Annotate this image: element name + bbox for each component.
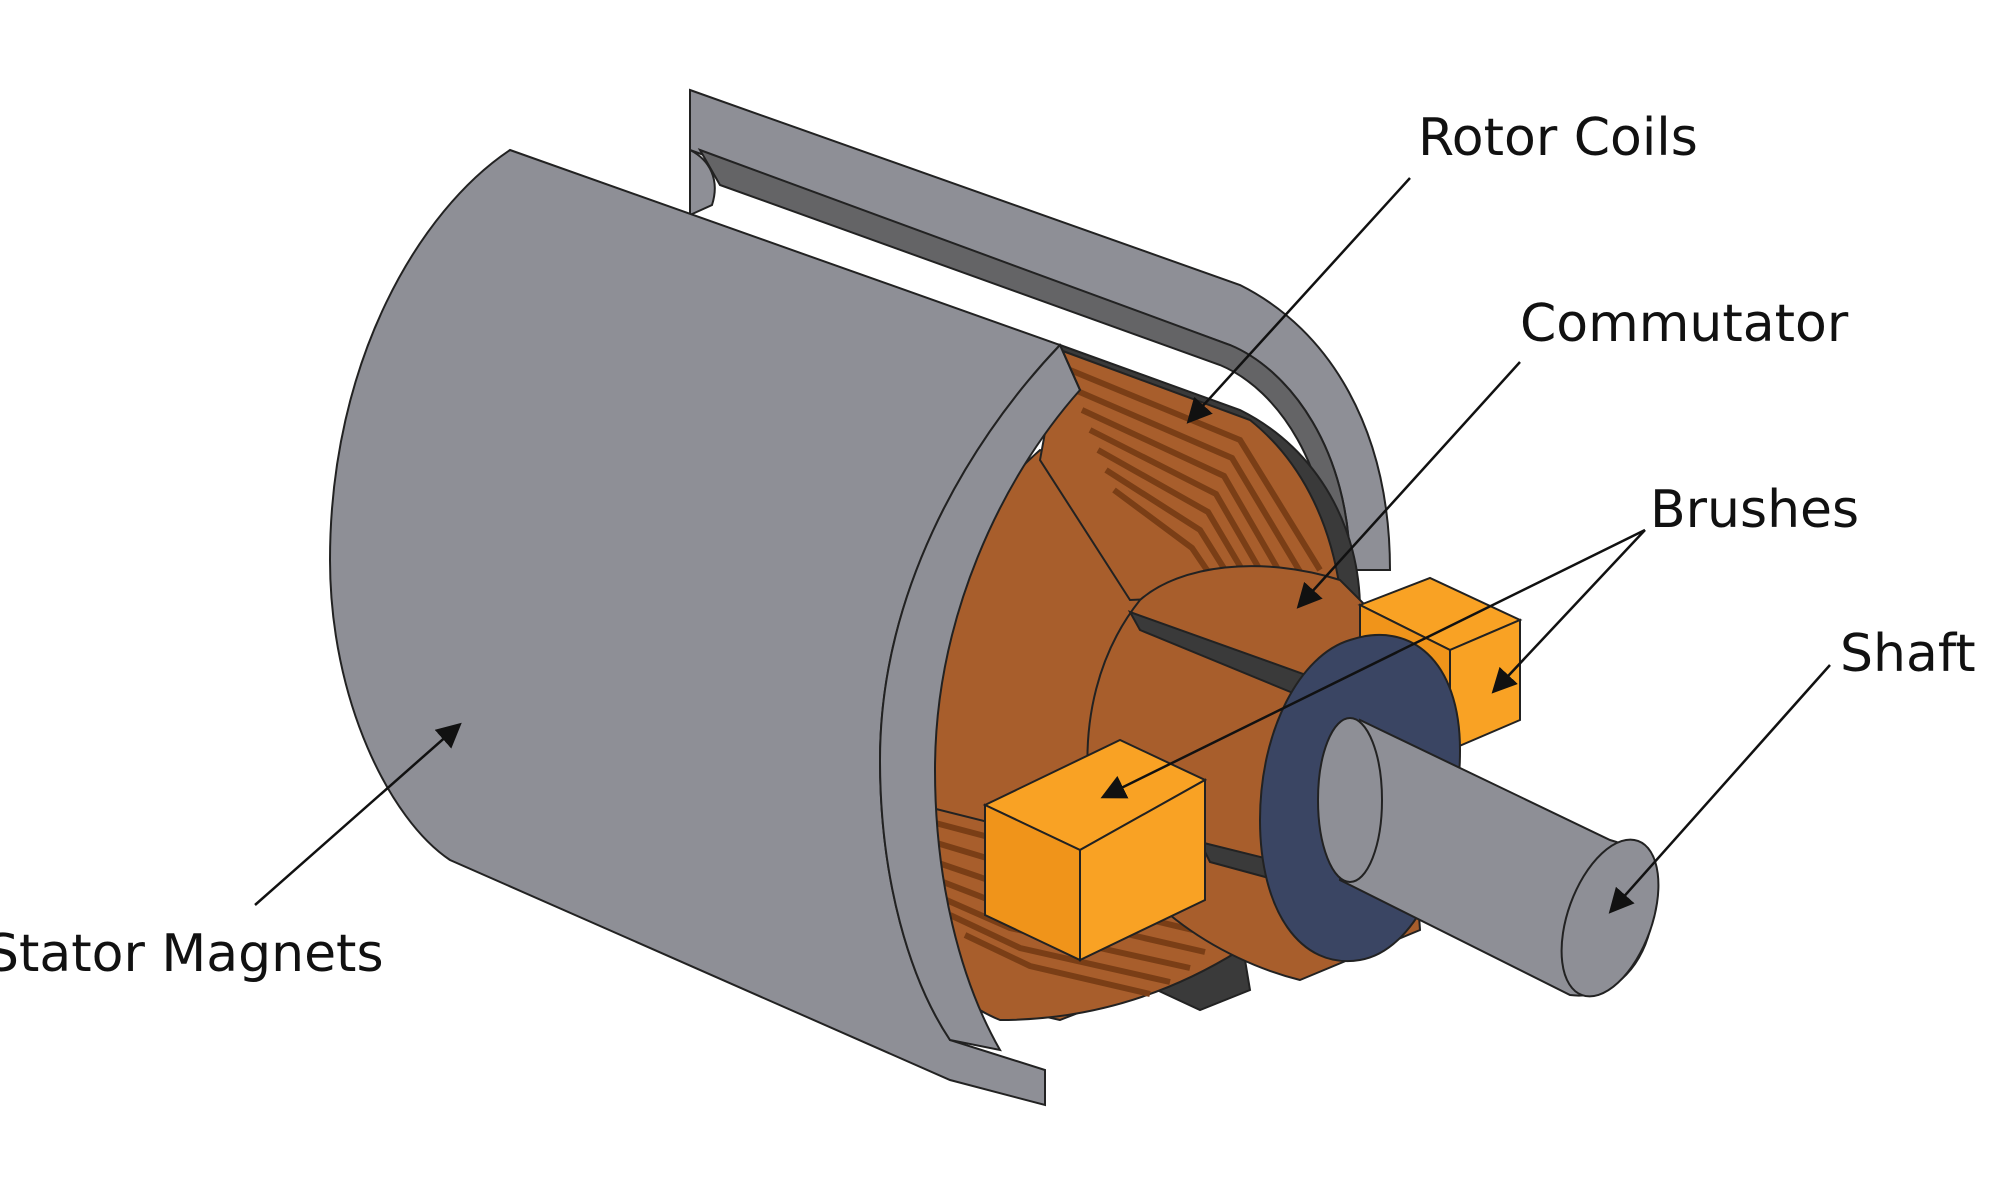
- leader-lines: [254, 177, 1831, 914]
- brushes-label: Brushes: [1650, 480, 1860, 540]
- stator-magnets-leader: [254, 722, 462, 906]
- brushes-leader-back: [1491, 529, 1646, 694]
- stator-magnets-label: Stator Magnets: [0, 924, 384, 984]
- rotor-coils-leader: [1186, 177, 1411, 424]
- shaft: [1317, 717, 1660, 998]
- commutator-label: Commutator: [1520, 294, 1849, 354]
- housing-front-shell: [328, 148, 1082, 1107]
- brushes-leader-front: [1100, 528, 1646, 799]
- rotor-coils-label: Rotor Coils: [1418, 108, 1698, 168]
- shaft-leader: [1608, 664, 1831, 914]
- shaft-label: Shaft: [1840, 624, 1976, 684]
- brush-back: [1357, 576, 1523, 752]
- brush-front: [982, 738, 1208, 962]
- commutator-leader: [1296, 361, 1521, 609]
